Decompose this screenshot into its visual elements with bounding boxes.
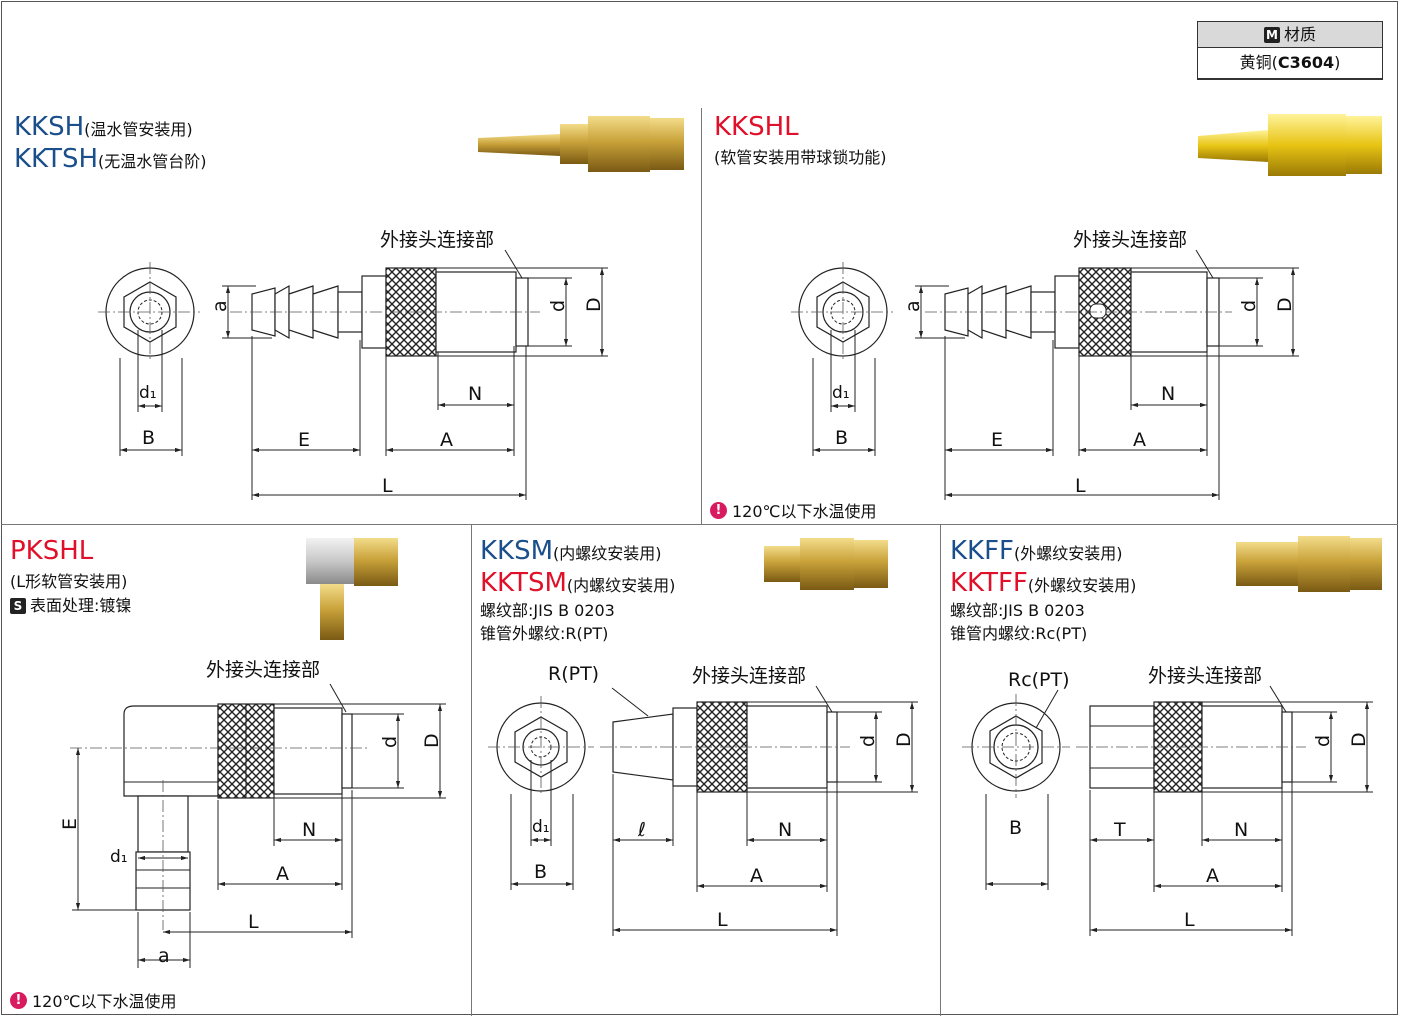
dimensions [72,249,1373,968]
warning-icon: ! [710,501,727,519]
kksm-l-label: L [717,909,728,931]
pkshl-desc: (L形软管安装用) [10,572,128,591]
material-value-prefix: 黄铜( [1239,53,1278,72]
pkshl-d-label: d [379,736,401,748]
kksh-connector-label: 外接头连接部 [380,229,494,251]
pkshl-d1-label: d₁ [110,847,128,867]
photo-kksh [478,116,684,172]
kksh-title: KKSH(温水管安装用) [14,112,193,142]
drawing-kkshl [791,262,1232,360]
material-value: 黄铜(C3604) [1198,48,1382,80]
photo-pkshl [306,538,398,640]
kksh-d1-label: d₁ [139,383,157,403]
kktsh-title: KKTSH(无温水管台阶) [14,144,207,174]
pkshl-e-label: E [59,818,81,830]
kksm-rpt-label: R(PT) [548,663,599,685]
kksm-spec2: 锥管外螺纹:R(PT) [480,624,609,643]
kksh-d-label: d [547,300,569,312]
kkff-connector-label: 外接头连接部 [1148,665,1262,687]
kktsm-title: KKTSM(内螺纹安装用) [480,568,676,598]
kksm-b-label: B [534,861,547,883]
kksm-connector-label: 外接头连接部 [692,665,806,687]
kksm-d-label: d [857,735,879,747]
material-value-suffix: ) [1334,53,1341,72]
kksm-spec1: 螺纹部:JIS B 0203 [480,601,615,620]
drawing-kksh [98,262,540,360]
photo-kkshl [1198,114,1382,176]
kkshl-d1-label: d₁ [832,383,850,403]
kkshl-D-label: D [1274,297,1296,312]
pkshl-connector-label: 外接头连接部 [206,659,320,681]
kkshl-connector-label: 外接头连接部 [1073,229,1187,251]
kkshl-e-label: E [991,429,1003,451]
kkff-t-label: T [1113,819,1126,841]
pkshl-note: !120℃以下水温使用 [10,988,177,1012]
kkff-a-label: A [1206,865,1219,887]
kkff-n-label: N [1234,819,1248,841]
material-header-label: 材质 [1283,25,1316,44]
kktff-title: KKTFF(外螺纹安装用) [950,568,1137,598]
kksh-e-label: E [298,429,310,451]
kkff-spec2: 锥管内螺纹:Rc(PT) [950,624,1088,643]
dim-labels: 外接头连接部 B d₁ E A N L a d D 外接头连接部 B d₁ E … [59,229,1370,967]
kksm-title: KKSM(内螺纹安装用) [480,536,662,566]
drawing-pkshl [70,703,368,930]
pkshl-title: PKSHL [10,536,94,566]
kksh-n-label: N [468,383,482,405]
kksh-D-label: D [583,297,605,312]
kkshl-note: !120℃以下水温使用 [710,498,877,522]
kkshl-desc: (软管安装用带球锁功能) [714,148,887,167]
kkshl-l-label: L [1075,475,1086,497]
kkff-spec1: 螺纹部:JIS B 0203 [950,601,1085,620]
drawing-kkff [962,694,1306,798]
photo-kkff [1236,536,1382,592]
kksm-ell-label: ℓ [637,819,646,841]
pkshl-a-label: A [276,863,289,885]
kksh-a-label: A [440,429,453,451]
kkff-l-label: L [1184,909,1195,931]
surface-badge: S [10,598,26,614]
pkshl-a-small-label: a [158,945,170,967]
divider-middle [1,524,1398,525]
pkshl-l-label: L [248,911,259,933]
kkshl-n-label: N [1161,383,1175,405]
kksm-n-label: N [778,819,792,841]
kkshl-a-label: A [1133,429,1146,451]
kkshl-a-small-label: a [902,300,924,312]
pkshl-D-label: D [421,733,443,748]
divider-top [701,108,702,524]
kksh-l-label: L [382,475,393,497]
material-value-grade: C3604 [1277,53,1335,72]
kkff-d-label: d [1312,735,1334,747]
kkshl-d-label: d [1238,300,1260,312]
drawing-kksm [488,696,850,796]
kkff-D-label: D [1348,732,1370,747]
material-badge: M [1263,27,1280,43]
divider-bottom-right [940,524,941,1016]
kkff-rcpt-label: Rc(PT) [1008,669,1070,691]
kksm-D-label: D [893,732,915,747]
kkshl-title: KKSHL [714,112,799,142]
kksh-b-label: B [142,427,155,449]
kkshl-b-label: B [835,427,848,449]
kksm-a-label: A [750,865,763,887]
photo-kksm [764,538,888,590]
warning-icon: ! [10,991,27,1009]
kksh-a-small-label: a [209,300,231,312]
kkff-b-label: B [1009,817,1022,839]
kkff-title: KKFF(外螺纹安装用) [950,536,1123,566]
divider-bottom-left [471,524,472,1016]
pkshl-n-label: N [302,819,316,841]
kksm-d1-label: d₁ [532,817,550,837]
